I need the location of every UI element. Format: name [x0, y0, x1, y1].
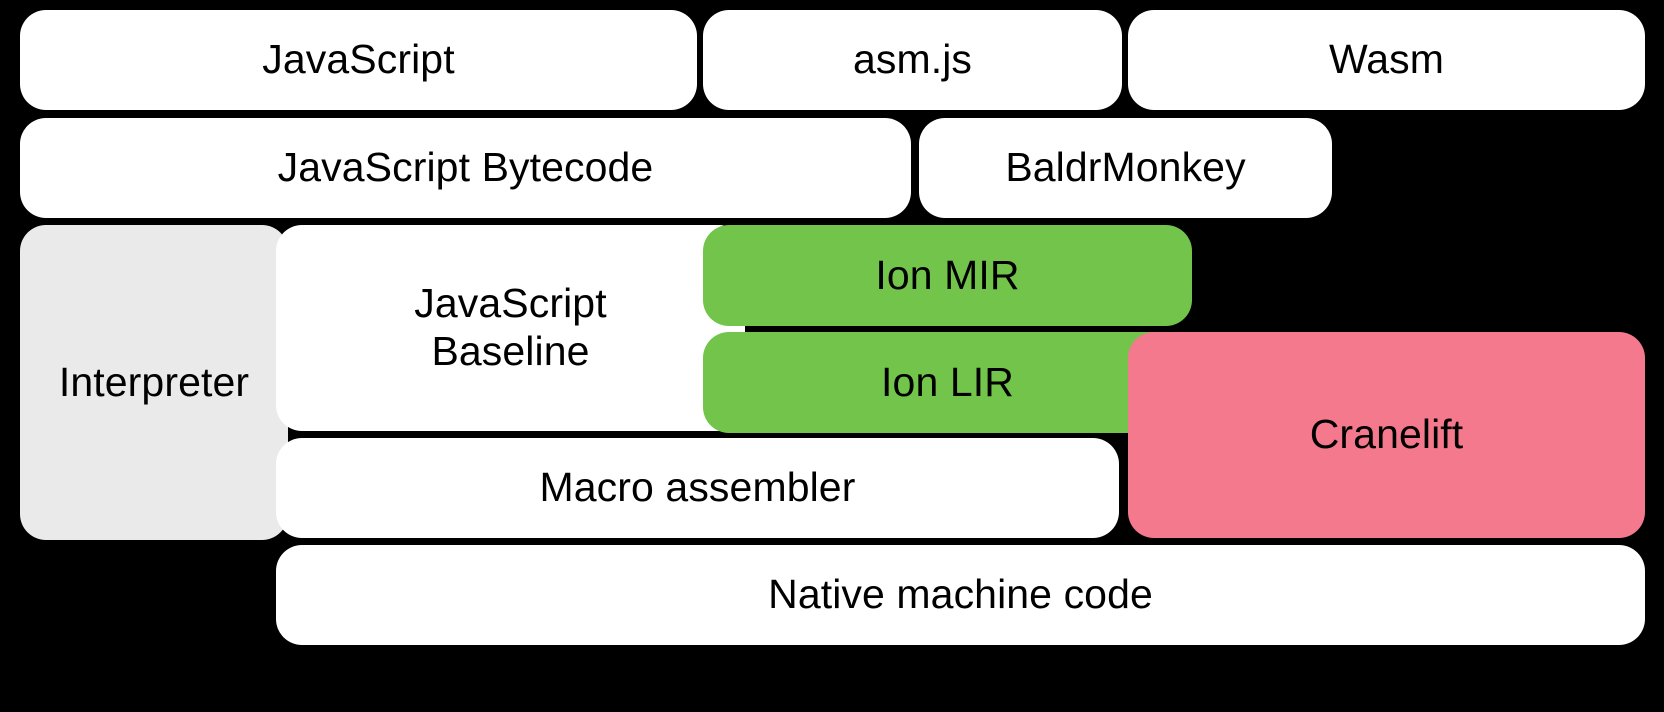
node-asm-js[interactable]: asm.js	[703, 10, 1122, 110]
node-label: Wasm	[1328, 36, 1445, 83]
node-cranelift[interactable]: Cranelift	[1128, 332, 1645, 538]
node-label: asm.js	[852, 36, 973, 83]
node-javascript-bytecode[interactable]: JavaScript Bytecode	[20, 118, 911, 218]
node-label: JavaScript Bytecode	[277, 144, 654, 191]
node-label: Cranelift	[1309, 411, 1464, 458]
node-label: Macro assembler	[539, 464, 856, 511]
node-wasm[interactable]: Wasm	[1128, 10, 1645, 110]
node-label: Native machine code	[768, 571, 1153, 618]
node-interpreter[interactable]: Interpreter	[20, 225, 288, 540]
node-ion-lir[interactable]: Ion LIR	[703, 332, 1192, 433]
node-label: Interpreter	[58, 358, 250, 405]
node-macro-assembler[interactable]: Macro assembler	[276, 438, 1119, 538]
node-baldrmonkey[interactable]: BaldrMonkey	[919, 118, 1332, 218]
node-javascript-baseline[interactable]: JavaScript Baseline	[276, 225, 745, 431]
node-native-machine-code[interactable]: Native machine code	[276, 545, 1645, 645]
node-javascript[interactable]: JavaScript	[20, 10, 697, 110]
node-ion-mir[interactable]: Ion MIR	[703, 225, 1192, 326]
node-label: JavaScript	[262, 36, 455, 83]
node-label: JavaScript Baseline	[414, 280, 607, 374]
node-label: Ion MIR	[875, 251, 1020, 298]
node-label: Ion LIR	[881, 358, 1014, 405]
node-label: BaldrMonkey	[1005, 144, 1246, 191]
